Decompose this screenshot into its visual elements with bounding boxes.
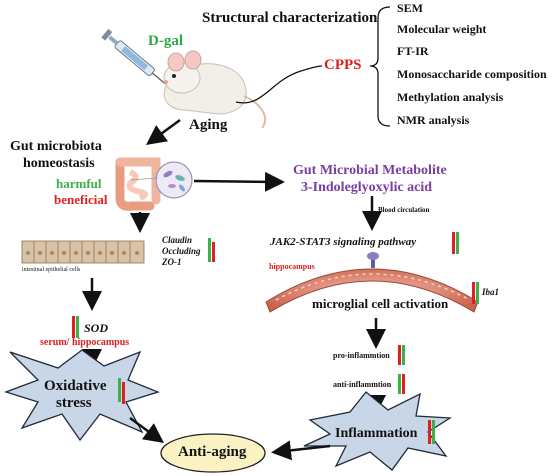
sod-label: SOD (84, 321, 109, 335)
method-monosaccharide: Monosaccharide composition (397, 67, 547, 81)
pro-green-bar (402, 345, 405, 365)
arrow-aging-to-gut (145, 118, 181, 145)
sod-sub-label: serum/ hippocampus (40, 337, 130, 348)
inflammation-green-bar (432, 420, 435, 444)
microglia-membrane (265, 268, 479, 313)
oxidative-label-1: Oxidative (44, 378, 107, 394)
protein-claudin: Claudin (162, 235, 193, 245)
anti-aging-ellipse (160, 433, 266, 473)
sod-green-bar (76, 316, 79, 338)
anti-aging-label: Anti-aging (178, 444, 247, 460)
microbiota-icon (155, 161, 193, 199)
protein-occluding: Occluding (162, 246, 201, 256)
dgal-label: D-gal (148, 33, 183, 49)
hippocampus-label: hippocampus (269, 262, 315, 271)
pro-red-bar (398, 345, 401, 365)
syringe-icon (101, 28, 167, 86)
jak2-stat3-label: JAK2-STAT3 signaling pathway (270, 236, 417, 248)
arrow-inflammation-to-antiaging (271, 440, 331, 461)
mouse-cpps-connector (235, 65, 323, 104)
iba1-label: Iba1 (482, 287, 500, 297)
inflammation-red-bar (428, 420, 431, 444)
method-sem: SEM (397, 1, 424, 15)
oxidative-red-bar (122, 382, 125, 404)
arrow-oxidative-to-antiaging (129, 416, 165, 443)
receptor-icon (367, 252, 379, 268)
barrier-green-bar (208, 238, 211, 262)
intestine-icon (115, 157, 161, 211)
anti-green-bar (398, 374, 401, 394)
metabolite-title-1: Gut Microbial Metabolite (293, 163, 447, 178)
epithelial-cells-label: intestinal epithelial cells (22, 267, 81, 273)
method-nmr: NMR analysis (397, 113, 470, 127)
inflammation-label: Inflammation (335, 426, 418, 441)
pathway-red-bar (452, 232, 455, 254)
arrow-gut-to-metabolite (193, 171, 285, 192)
sod-red-bar (72, 316, 75, 338)
anti-red-bar (402, 374, 405, 394)
beneficial-label: beneficial (54, 192, 108, 207)
method-methylation: Methylation analysis (397, 90, 504, 104)
epithelial-cells-icon (21, 240, 145, 264)
anti-inflammation-label: anti-inflammtion (333, 380, 392, 389)
mouse-icon (163, 50, 267, 129)
harmful-label: harmful (56, 176, 102, 191)
protein-zo1: ZO-1 (162, 257, 182, 267)
aging-label: Aging (189, 117, 228, 133)
inflammation-burst (303, 391, 453, 471)
blood-circulation-label: Blood circulation (378, 206, 430, 214)
oxidative-label-2: stress (56, 395, 92, 411)
cpps-label: CPPS (324, 57, 362, 73)
structural-characterization-title: Structural characterization (202, 10, 378, 26)
iba1-red-bar (472, 282, 475, 304)
pro-inflammation-label: pro-inflammtion (333, 351, 390, 360)
methods-bracket (369, 6, 391, 127)
pathway-green-bar (456, 232, 459, 254)
iba1-green-bar (476, 282, 479, 304)
oxidative-green-bar (118, 378, 121, 402)
method-ftir: FT-IR (397, 44, 429, 58)
microglia-activation-label: microglial cell activation (312, 296, 449, 311)
gut-microbiota-title-2: homeostasis (23, 156, 95, 171)
gut-microbiota-title-1: Gut microbiota (10, 139, 102, 154)
method-molecular-weight: Molecular weight (397, 22, 487, 36)
barrier-red-bar (212, 242, 215, 262)
metabolite-title-2: 3-Indoleglyoxylic acid (301, 180, 433, 195)
